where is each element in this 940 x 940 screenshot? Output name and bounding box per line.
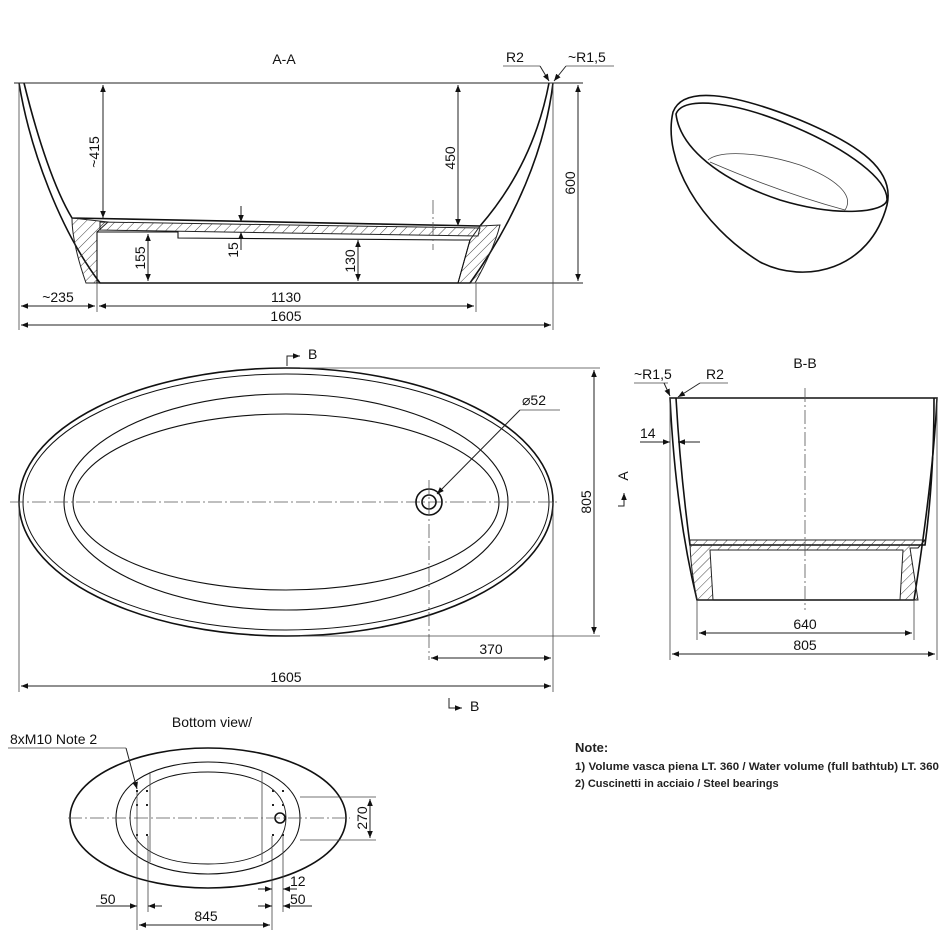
aa-radius-r15: ~R1,5 [568, 49, 606, 65]
section-aa-view: A-A 600 ~415 450 155 15 130 R2 ~R1,5 [14, 49, 614, 330]
tub-3d-outer [670, 94, 889, 273]
aa-radius-r2: R2 [506, 49, 524, 65]
bb-wall-14: 14 [640, 425, 656, 441]
notes-line-1: 1) Volume vasca piena LT. 360 / Water vo… [575, 761, 939, 773]
tub-3d-inner [707, 153, 848, 211]
aa-depth-415: ~415 [86, 136, 102, 168]
bottom-view-title: Bottom view/ [172, 714, 252, 730]
bottom-base-inner [129, 771, 287, 865]
bb-hatch [689, 539, 927, 601]
aa-depth-450: 450 [442, 146, 458, 170]
bottom-dim-12: 12 [290, 873, 306, 889]
notes-heading: Note: [575, 740, 608, 755]
plan-section-b-top: B [308, 346, 317, 362]
section-bb-title: B-B [793, 355, 816, 371]
aa-height-600: 600 [562, 171, 578, 195]
section-aa-title: A-A [272, 51, 296, 67]
plan-view: ⌀52 B B A 805 370 1605 [10, 346, 631, 714]
bottom-span-845: 845 [194, 908, 218, 924]
tub-3d-preview [670, 94, 889, 273]
aa-wall-15: 15 [225, 242, 241, 258]
notes-line-2: 2) Cuscinetti in acciaio / Steel bearing… [575, 778, 779, 790]
bottom-view: Bottom view/ 8xM10 Note 2 270 [8, 714, 376, 930]
plan-drain-diameter: ⌀52 [522, 392, 546, 408]
bottom-dim-50-right: 50 [290, 891, 306, 907]
notes-block: Note: 1) Volume vasca piena LT. 360 / Wa… [575, 740, 939, 790]
aa-base-1130: 1130 [271, 289, 301, 305]
bottom-dim-50-left: 50 [100, 891, 116, 907]
bb-radius-r2: R2 [706, 366, 724, 382]
aa-base-155: 155 [132, 246, 148, 270]
plan-section-a: A [615, 471, 631, 481]
aa-right-hatch [457, 224, 501, 284]
plan-section-b-bottom: B [470, 698, 479, 714]
plan-drain-offset-370: 370 [479, 641, 503, 657]
aa-inner-shell [23, 82, 550, 227]
aa-overhang-235: ~235 [42, 289, 74, 305]
aa-base-cavity [96, 231, 471, 284]
bb-width-805: 805 [793, 637, 817, 653]
bb-base-640: 640 [793, 616, 817, 632]
aa-base-130: 130 [342, 249, 358, 273]
aa-length-1605: 1605 [270, 308, 301, 324]
plan-width-805: 805 [578, 490, 594, 514]
plan-length-1605: 1605 [270, 669, 301, 685]
section-bb-view: B-B ~R1,5 R2 14 640 805 [634, 355, 938, 660]
bb-radius-r15: ~R1,5 [634, 366, 672, 382]
bottom-m10-label: 8xM10 Note 2 [10, 731, 97, 747]
tub-3d-rim [675, 102, 888, 213]
bottom-height-270: 270 [354, 806, 370, 830]
